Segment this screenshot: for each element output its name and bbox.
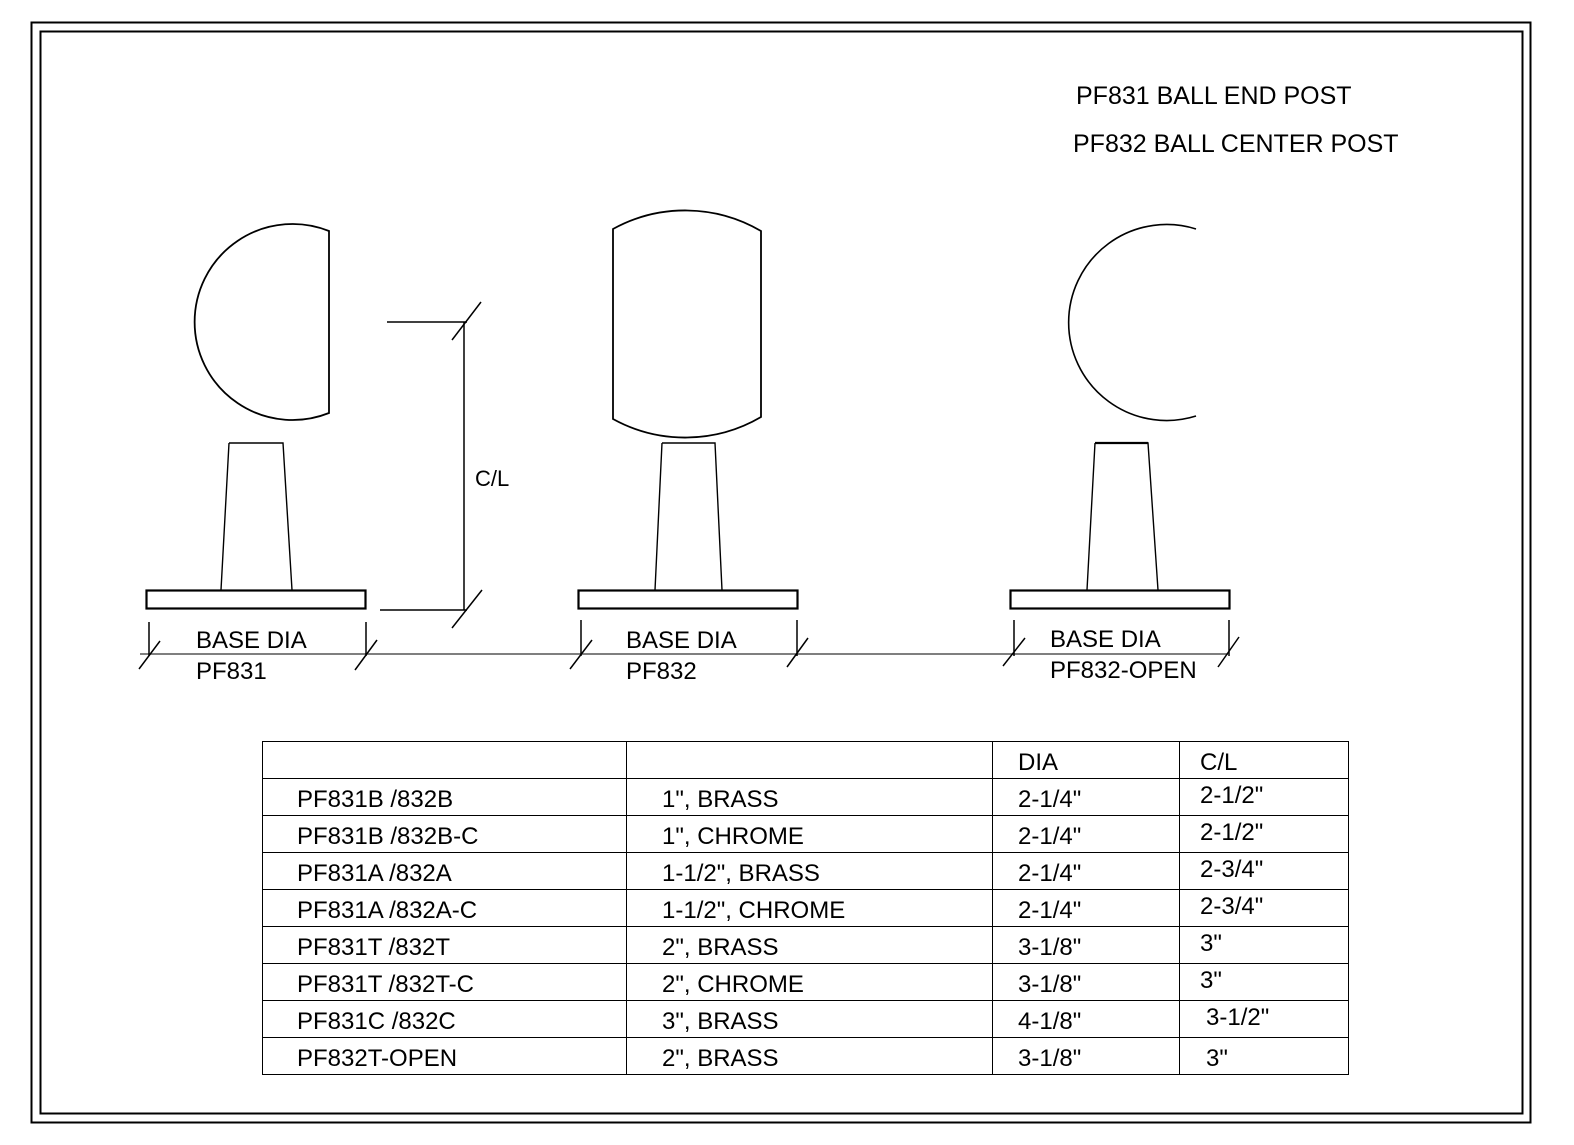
table-row: PF831B /832B 1", BRASS 2-1/4" 2-1/2" <box>262 778 1349 816</box>
cell-dia: 2-1/4" <box>992 815 1180 853</box>
cell-cl: 3-1/2" <box>1179 1000 1349 1038</box>
title-line-2: PF832 BALL CENTER POST <box>1073 130 1399 158</box>
cell-size: 3", BRASS <box>626 1000 993 1038</box>
header-size <box>626 741 993 779</box>
cell-dia: 2-1/4" <box>992 889 1180 927</box>
centerline-label: C/L <box>475 466 510 491</box>
cell-model: PF831B /832B <box>262 778 627 816</box>
ball-open-shape <box>1067 223 1197 422</box>
table-row: PF831T /832T 2", BRASS 3-1/8" 3" <box>262 926 1349 964</box>
cell-size: 1-1/2", CHROME <box>626 889 993 927</box>
cell-cl: 3" <box>1179 963 1349 1001</box>
cell-cl: 2-3/4" <box>1179 852 1349 890</box>
header-cl: C/L <box>1179 741 1349 779</box>
cell-dia: 2-1/4" <box>992 852 1180 890</box>
cell-cl: 3" <box>1179 926 1349 964</box>
figure-pf832 <box>577 209 799 610</box>
cell-model: PF831A /832A-C <box>262 889 627 927</box>
figure-pf831-model-label: PF831 <box>196 658 267 685</box>
table-row: PF832T-OPEN 2", BRASS 3-1/8" 3" <box>262 1037 1349 1075</box>
inner-frame <box>39 30 1524 1115</box>
centerline-dimension <box>380 301 483 629</box>
post-neck <box>1086 442 1159 591</box>
figure-pf832-open-dim-label: BASE DIA <box>1050 626 1161 653</box>
title-line-1: PF831 BALL END POST <box>1076 82 1352 110</box>
cell-size: 1", CHROME <box>626 815 993 853</box>
cell-cl: 2-3/4" <box>1179 889 1349 927</box>
cell-model: PF831B /832B-C <box>262 815 627 853</box>
cell-cl: 3" <box>1179 1037 1349 1075</box>
cell-size: 2", BRASS <box>626 1037 993 1075</box>
cell-size: 2", BRASS <box>626 926 993 964</box>
figure-pf832-model-label: PF832 <box>626 658 697 685</box>
figure-pf832-dim-label: BASE DIA <box>626 627 737 654</box>
figure-pf831 <box>145 223 367 610</box>
table-row: PF831B /832B-C 1", CHROME 2-1/4" 2-1/2" <box>262 815 1349 853</box>
ball-center-shape <box>612 209 762 439</box>
header-model <box>262 741 627 779</box>
table-row: PF831A /832A 1-1/2", BRASS 2-1/4" 2-3/4" <box>262 852 1349 890</box>
ball-end-shape <box>193 223 330 421</box>
cell-model: PF831C /832C <box>262 1000 627 1038</box>
cell-model: PF831T /832T-C <box>262 963 627 1001</box>
cell-model: PF831T /832T <box>262 926 627 964</box>
cell-cl: 2-1/2" <box>1179 778 1349 816</box>
spec-table: DIA C/L PF831B /832B 1", BRASS 2-1/4" 2-… <box>262 741 1349 1075</box>
cell-dia: 2-1/4" <box>992 778 1180 816</box>
base-plate <box>1009 589 1231 610</box>
post-neck <box>654 442 723 591</box>
figure-pf831-dim-label: BASE DIA <box>196 627 307 654</box>
base-plate <box>577 589 799 610</box>
cell-model: PF831A /832A <box>262 852 627 890</box>
header-dia: DIA <box>992 741 1180 779</box>
cell-dia: 4-1/8" <box>992 1000 1180 1038</box>
outer-frame <box>30 21 1532 1124</box>
cell-size: 1-1/2", BRASS <box>626 852 993 890</box>
base-dia-dimensions <box>138 620 1240 671</box>
table-row: PF831A /832A-C 1-1/2", CHROME 2-1/4" 2-3… <box>262 889 1349 927</box>
cell-dia: 3-1/8" <box>992 963 1180 1001</box>
cell-dia: 3-1/8" <box>992 926 1180 964</box>
base-plate <box>145 589 367 610</box>
table-row: PF831C /832C 3", BRASS 4-1/8" 3-1/2" <box>262 1000 1349 1038</box>
post-neck <box>220 442 293 591</box>
table-header-row: DIA C/L <box>262 741 1349 779</box>
figure-pf832-open <box>1009 223 1231 610</box>
figure-pf832-open-model-label: PF832-OPEN <box>1050 657 1197 684</box>
cell-size: 1", BRASS <box>626 778 993 816</box>
table-row: PF831T /832T-C 2", CHROME 3-1/8" 3" <box>262 963 1349 1001</box>
cell-dia: 3-1/8" <box>992 1037 1180 1075</box>
cell-cl: 2-1/2" <box>1179 815 1349 853</box>
cell-size: 2", CHROME <box>626 963 993 1001</box>
cell-model: PF832T-OPEN <box>262 1037 627 1075</box>
